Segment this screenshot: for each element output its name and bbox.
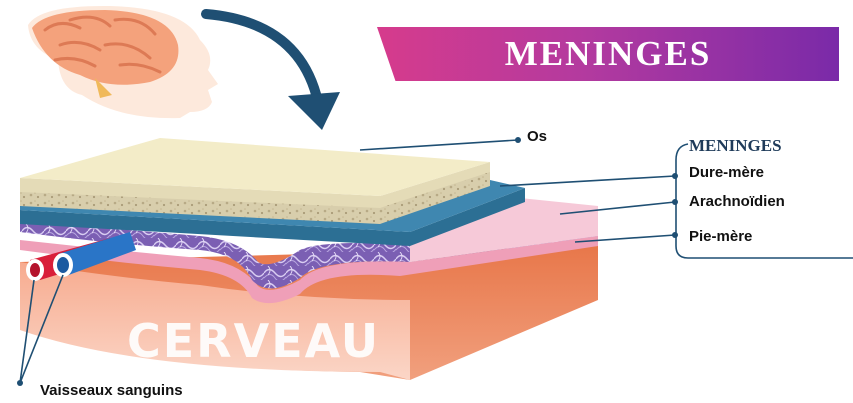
legend-title: MENINGES <box>689 136 782 156</box>
legend-item-arachnoid: Arachnoïdien <box>689 193 785 210</box>
title-banner: MENINGES <box>377 27 839 81</box>
label-blood-vessels: Vaisseaux sanguins <box>40 382 183 399</box>
arrow-icon <box>206 14 340 130</box>
label-brain: CERVEAU <box>127 314 380 368</box>
legend-item-dura-mater: Dure-mère <box>689 164 764 181</box>
head-illustration <box>28 6 218 118</box>
page-title: MENINGES <box>505 34 712 74</box>
label-bone: Os <box>527 128 547 145</box>
legend-item-pia-mater: Pie-mère <box>689 228 752 245</box>
